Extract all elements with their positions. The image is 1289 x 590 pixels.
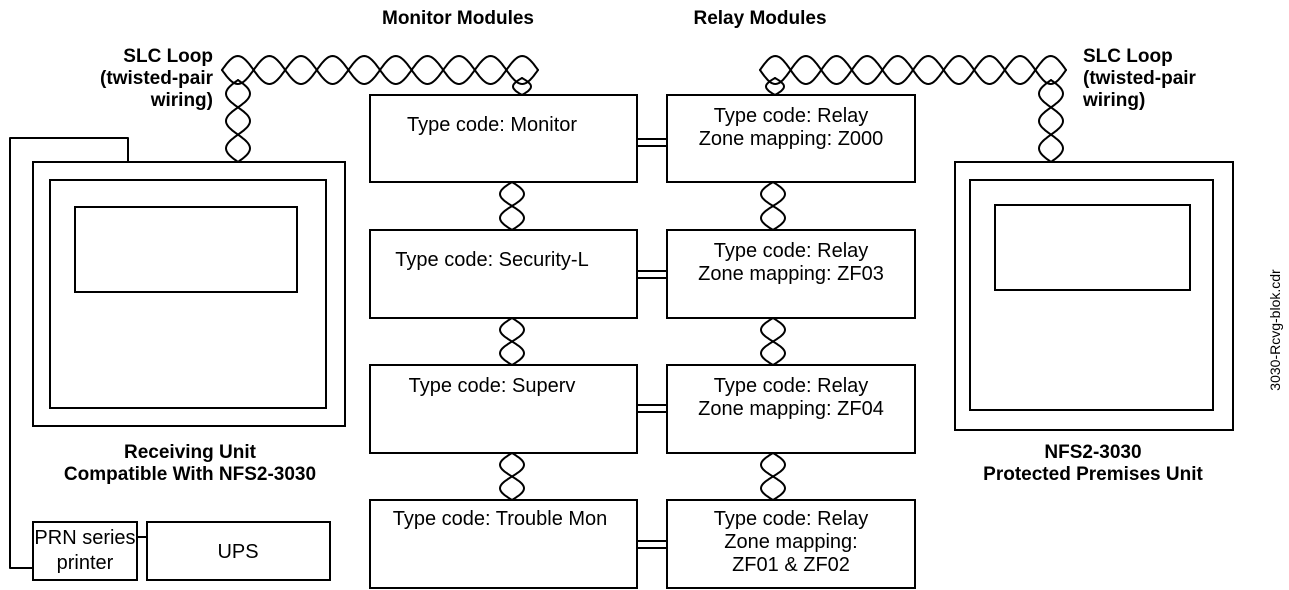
relay-module-frame [666, 499, 916, 589]
receiving-unit-label-line-2: Compatible With NFS2-3030 [64, 464, 316, 485]
monitor-module-type-code: Type code: Trouble Mon [393, 508, 608, 530]
relay-module-type-code: Type code: Relay [714, 105, 869, 127]
ups-label: UPS [217, 541, 258, 563]
slc-left-line-2: (twisted-pair [100, 68, 214, 89]
printer-frame [32, 521, 138, 581]
protected-unit-display-screen [994, 204, 1191, 291]
wire-conductor-b [521, 77, 532, 96]
printer-connection-line [9, 137, 129, 569]
wire-conductor-b [759, 55, 1067, 85]
printer-label-line-2: printer [57, 552, 114, 574]
module-connector [636, 404, 668, 413]
wire-conductor-b [225, 79, 251, 163]
relay-module-zone-mapping: Zone mapping: ZF04 [698, 398, 884, 420]
relay-module-zone-mapping: Zone mapping: [724, 531, 857, 553]
monitor-module-frame [369, 364, 638, 454]
printer-label-line-1: PRN series [34, 527, 135, 549]
relay-module-link [760, 452, 786, 501]
monitor-module-link [499, 317, 525, 366]
wire-conductor-b [774, 77, 785, 96]
slc-right-line-3: wiring) [1082, 90, 1145, 111]
receiving-unit-label-line-1: Receiving Unit [124, 442, 257, 463]
monitor-module-type-code: Type code: Monitor [407, 114, 577, 136]
wire-conductor-a [225, 79, 251, 163]
monitor-module-type-code: Type code: Superv [409, 375, 576, 397]
protected-unit-label-line-1: NFS2-3030 [1044, 442, 1141, 463]
slc-right-line-1: SLC Loop [1083, 46, 1173, 67]
wire-conductor-b [760, 317, 786, 366]
protected-premises-unit [954, 161, 1234, 431]
relay-module-link [760, 317, 786, 366]
relay-modules-heading: Relay Modules [693, 8, 826, 29]
monitor-module-type-code: Type code: Security-L [395, 249, 588, 271]
relay-module-type-code: Type code: Relay [714, 375, 869, 397]
protected-unit-outer-frame [954, 161, 1234, 431]
receiving-unit [32, 161, 346, 427]
wire-conductor-a [765, 77, 776, 96]
monitor-module-link [499, 181, 525, 231]
protected-unit-label-line-2: Protected Premises Unit [983, 464, 1203, 485]
slc-loop-left-to-monitor-module [512, 77, 532, 96]
relay-module-frame [666, 94, 916, 183]
slc-loop-right-to-relay-module [765, 77, 785, 96]
module-connector [636, 138, 668, 147]
slc-loop-right-label: SLC Loop (twisted-pair wiring) [1082, 46, 1197, 111]
module-connector [636, 270, 668, 279]
wire-conductor-a [512, 77, 523, 96]
slc-right-line-2: (twisted-pair [1083, 68, 1197, 89]
wire-conductor-b [499, 317, 525, 366]
monitor-module-frame [369, 499, 638, 589]
receiving-unit-display-screen [74, 206, 298, 293]
monitor-modules-heading: Monitor Modules [382, 8, 534, 29]
relay-module-zone-mapping: Zone mapping: Z000 [699, 128, 884, 150]
wire-conductor-b [760, 181, 786, 231]
relay-module-zone-list: ZF01 & ZF02 [732, 554, 850, 576]
twisted-pair-wiring [221, 55, 1067, 501]
relay-module-type-code: Type code: Relay [714, 508, 869, 530]
monitor-module-frame [369, 229, 638, 319]
relay-module-type-code: Type code: Relay [714, 240, 869, 262]
relay-module: Type code: Relay Zone mapping: ZF04 [666, 364, 916, 454]
relay-module: Type code: Relay Zone mapping: Z000 [666, 94, 916, 183]
wire-conductor-b [499, 181, 525, 231]
relay-module: Type code: Relay Zone mapping: ZF03 [666, 229, 916, 319]
monitor-module: Type code: Security-L [369, 229, 638, 319]
relay-module-link [760, 181, 786, 231]
slc-left-line-3: wiring) [150, 90, 213, 111]
slc-loop-left-label: SLC Loop (twisted-pair wiring) [100, 46, 214, 111]
relay-module-frame [666, 364, 916, 454]
printer-box: PRN series printer [32, 521, 138, 581]
wire-conductor-b [760, 452, 786, 501]
monitor-module-link [499, 452, 525, 501]
wire-conductor-b [1038, 79, 1064, 163]
monitor-module: Type code: Trouble Mon [369, 499, 638, 589]
monitor-module-frame [369, 94, 638, 183]
module-connector [636, 540, 668, 549]
slc-loop-right-horizontal [759, 55, 1067, 85]
receiving-unit-outer-frame [32, 161, 346, 427]
relay-module-frame [666, 229, 916, 319]
monitor-module: Type code: Superv [369, 364, 638, 454]
wire-conductor-b [221, 55, 539, 85]
monitor-module: Type code: Monitor [369, 94, 638, 183]
file-name-label: 3030-Rcvg-blok.cdr [1267, 269, 1283, 391]
slc-loop-right-to-protected-unit [1038, 79, 1064, 163]
receiving-unit-inner-frame [49, 179, 327, 409]
relay-module-zone-mapping: Zone mapping: ZF03 [698, 263, 884, 285]
wire-conductor-a [1038, 79, 1064, 163]
slc-loop-left-horizontal [221, 55, 539, 85]
slc-left-line-1: SLC Loop [123, 46, 213, 67]
wire-conductor-b [499, 452, 525, 501]
slc-loop-left-to-receiving-unit [225, 79, 251, 163]
ups-box: UPS [146, 521, 331, 581]
protected-unit-inner-frame [969, 179, 1214, 411]
ups-frame [146, 521, 331, 581]
relay-module: Type code: Relay Zone mapping: ZF01 & ZF… [666, 499, 916, 589]
